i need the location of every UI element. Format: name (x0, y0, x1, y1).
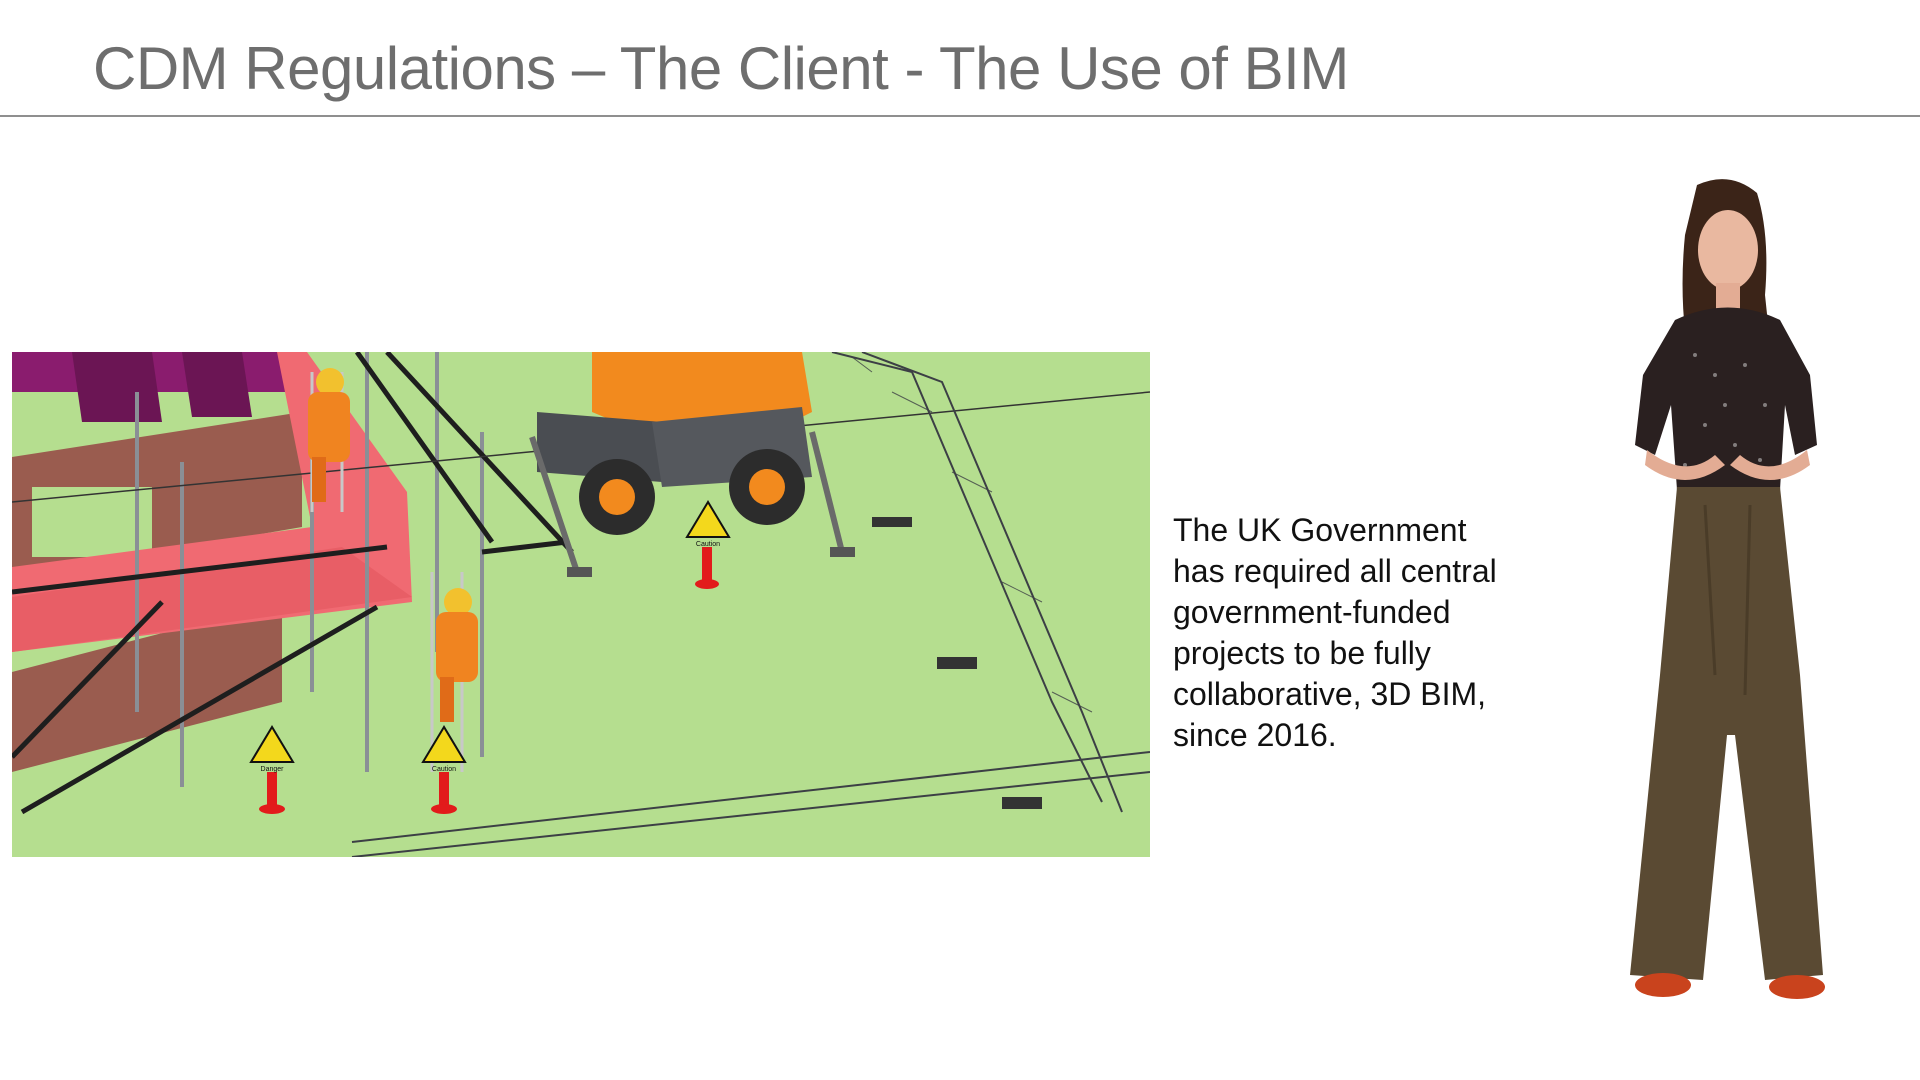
sign-label: Danger (261, 766, 285, 773)
body-line: projects to be fully (1173, 635, 1431, 671)
body-line: collaborative, 3D BIM, (1173, 676, 1487, 712)
sign-label: Caution (696, 541, 720, 548)
body-line: The UK Government (1173, 512, 1467, 548)
presenter-video (1585, 175, 1870, 1015)
body-line: government-funded (1173, 594, 1451, 630)
body-line: has required all central (1173, 553, 1497, 589)
title-divider (0, 115, 1920, 117)
sign-label: Caution (432, 766, 456, 773)
body-line: since 2016. (1173, 717, 1337, 753)
slide-title: CDM Regulations – The Client - The Use o… (93, 35, 1349, 102)
bim-construction-site-image: Caution Danger Caution (12, 352, 1150, 857)
body-text: The UK Government has required all centr… (1173, 510, 1593, 756)
